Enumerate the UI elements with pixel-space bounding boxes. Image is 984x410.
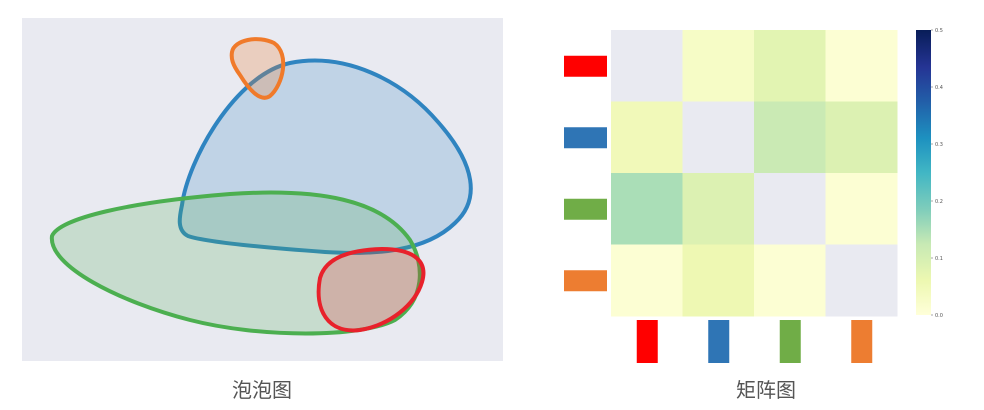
colorbar-tick-label: 0.0 (935, 313, 943, 319)
colorbar-tick-label: 0.2 (935, 199, 943, 205)
column-label-red (636, 320, 658, 363)
heatmap-cell-blue-orange (825, 101, 898, 174)
heatmap-cell-green-green (754, 173, 826, 245)
heatmap-cell-orange-green (754, 244, 826, 317)
bubble-orange (229, 37, 286, 100)
row-label-blue (564, 127, 607, 149)
colorbar (916, 30, 931, 315)
column-label-blue (708, 320, 730, 363)
bubble-blue (177, 58, 473, 255)
row-label-red (564, 55, 607, 77)
heatmap-cell-green-blue (682, 173, 755, 245)
colorbar-ticks: 0.0 0.1 0.2 0.3 0.4 0.5 (931, 28, 943, 319)
heatmap-cell-blue-blue (682, 101, 755, 174)
heatmap-cell-green-orange (825, 173, 898, 245)
heatmap-cell-red-green (754, 30, 826, 102)
heatmap-grid (611, 30, 898, 317)
heatmap-cell-red-red (611, 30, 683, 102)
heatmap-cell-orange-blue (682, 244, 755, 317)
colorbar-tick-label: 0.1 (935, 256, 943, 262)
heatmap-cell-orange-red (611, 244, 683, 317)
heatmap-cell-red-orange (825, 30, 898, 102)
caption-bubble-chart: 泡泡图 (232, 378, 292, 402)
colorbar-tick-label: 0.5 (935, 28, 943, 34)
column-labels (636, 320, 873, 363)
row-label-orange (564, 270, 607, 292)
heatmap-cell-green-red (611, 173, 683, 245)
bubble-red (316, 246, 426, 333)
row-labels (564, 55, 607, 292)
heatmap-cell-red-blue (682, 30, 755, 102)
column-label-orange (851, 320, 873, 363)
bubble-green (49, 190, 422, 336)
caption-matrix-chart: 矩阵图 (736, 378, 796, 402)
column-label-green (779, 320, 801, 363)
heatmap-cell-blue-red (611, 101, 683, 174)
heatmap-cell-orange-orange (825, 244, 898, 317)
colorbar-tick-label: 0.3 (935, 142, 943, 148)
row-label-green (564, 198, 607, 220)
heatmap-cell-blue-green (754, 101, 826, 174)
colorbar-tick-label: 0.4 (935, 85, 943, 91)
